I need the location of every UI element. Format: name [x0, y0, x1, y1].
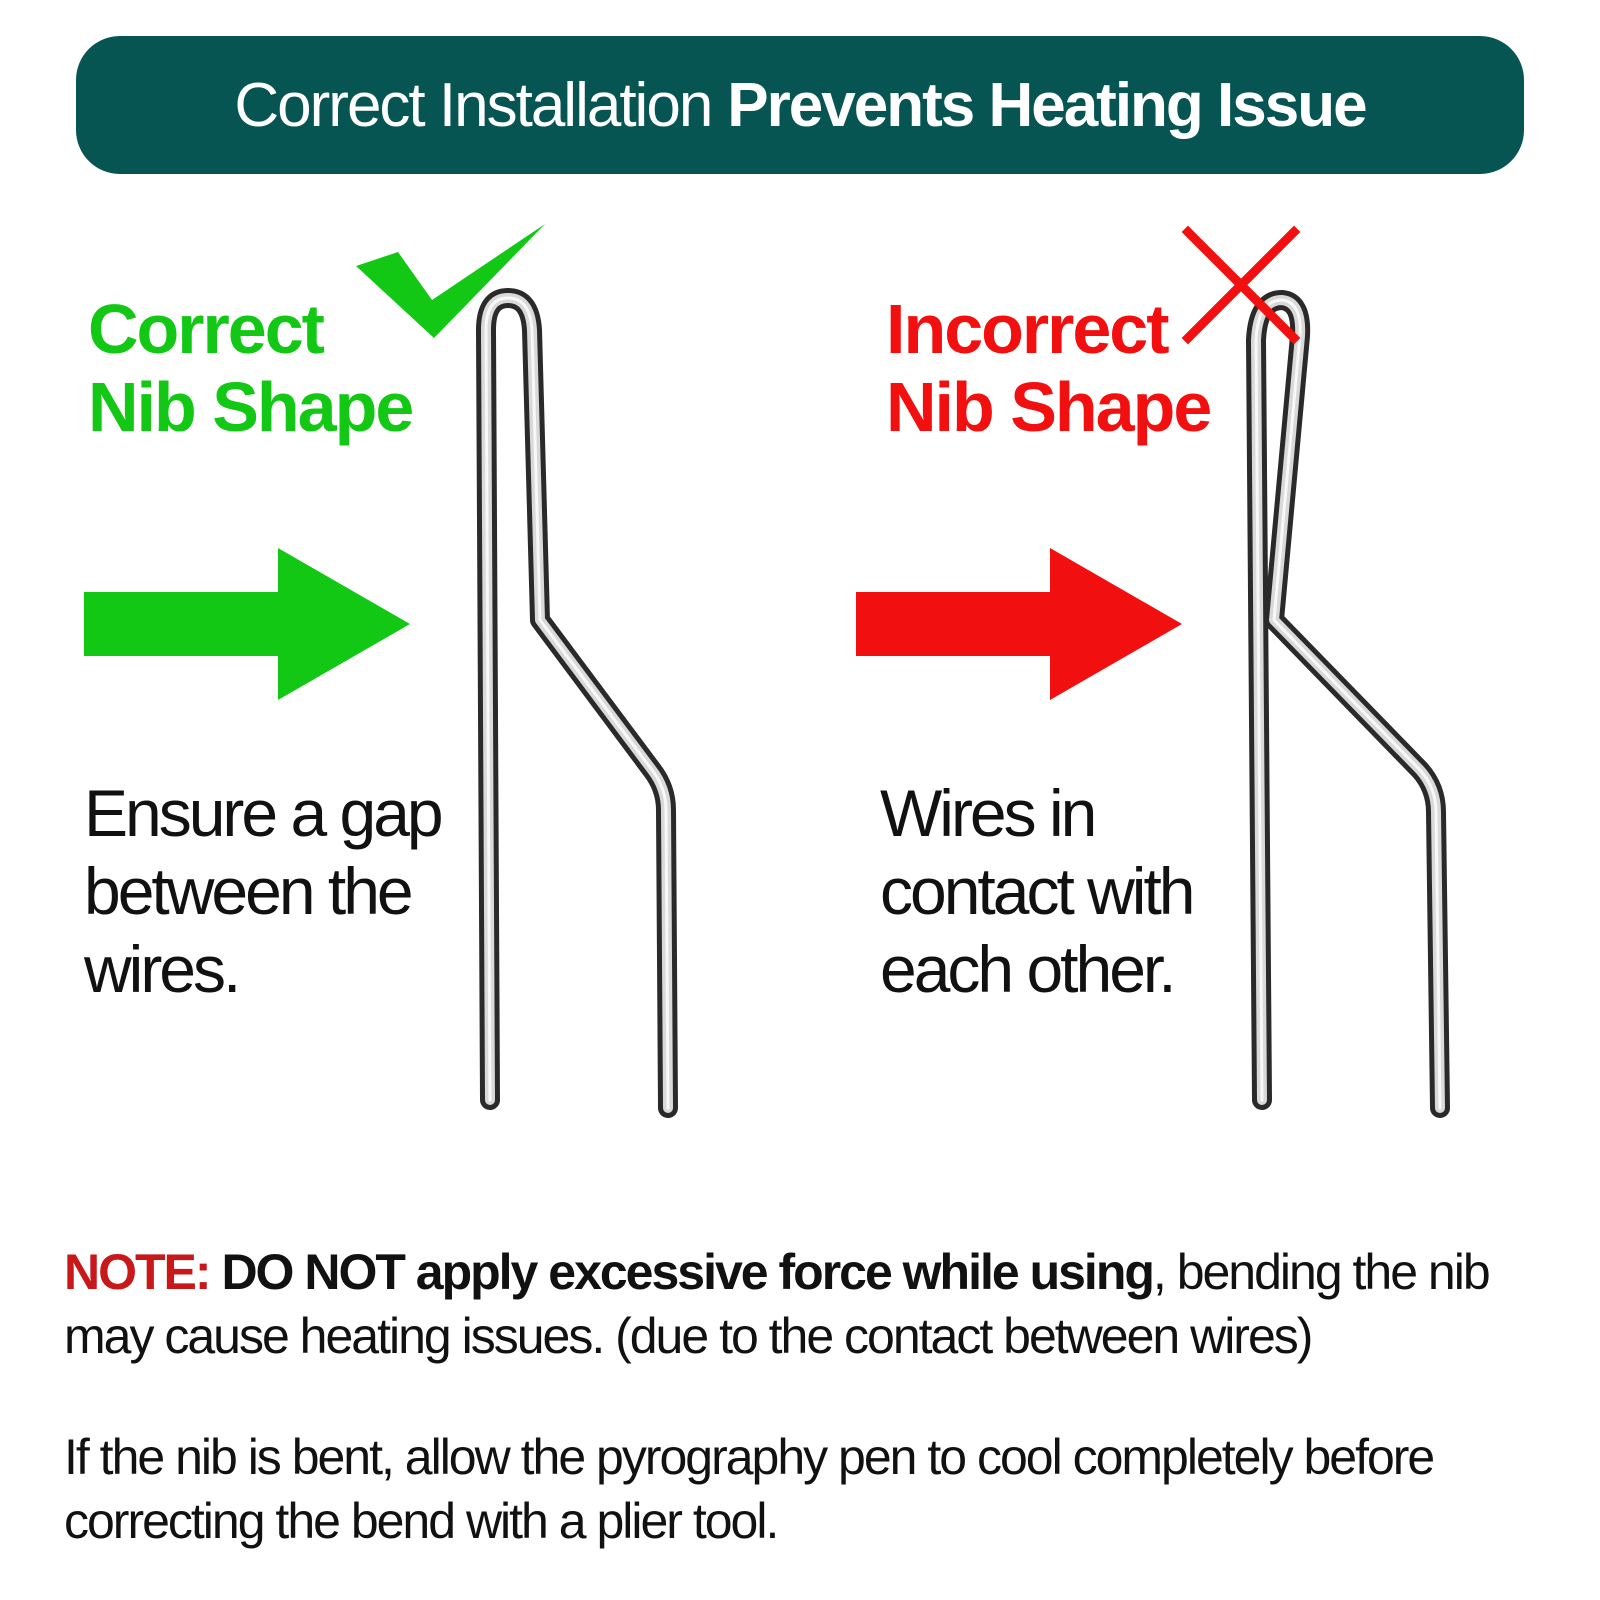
right-arrow-icon	[84, 548, 410, 700]
note-paragraph: NOTE: DO NOT apply excessive force while…	[64, 1240, 1544, 1368]
note-emphasis: DO NOT apply excessive force while using	[221, 1244, 1154, 1300]
title-bold: Prevents Heating Issue	[727, 70, 1367, 140]
incorrect-heading: Incorrect Nib Shape	[886, 290, 1212, 446]
right-arrow-icon	[856, 548, 1182, 700]
correct-heading: Correct Nib Shape	[88, 290, 414, 446]
note-label: NOTE:	[64, 1244, 212, 1300]
incorrect-description: Wires in contact with each other.	[880, 776, 1196, 1006]
incorrect-nib-wire	[1246, 290, 1450, 1118]
correct-heading-line1: Correct	[88, 290, 325, 368]
title-banner: Correct Installation Prevents Heating Is…	[76, 36, 1524, 174]
correct-heading-line2: Nib Shape	[88, 368, 414, 446]
correct-description: Ensure a gap between the wires.	[84, 776, 444, 1006]
tip-paragraph: If the nib is bent, allow the pyrography…	[64, 1429, 1435, 1549]
title-regular: Correct Installation	[234, 70, 713, 140]
note-rest: , bending the nib may cause heating issu…	[64, 1244, 1491, 1364]
incorrect-heading-line1: Incorrect	[886, 290, 1170, 368]
correct-nib-wire	[476, 288, 678, 1118]
x-mark-icon	[1181, 225, 1301, 345]
incorrect-heading-line2: Nib Shape	[886, 368, 1212, 446]
check-mark-icon	[356, 224, 545, 338]
